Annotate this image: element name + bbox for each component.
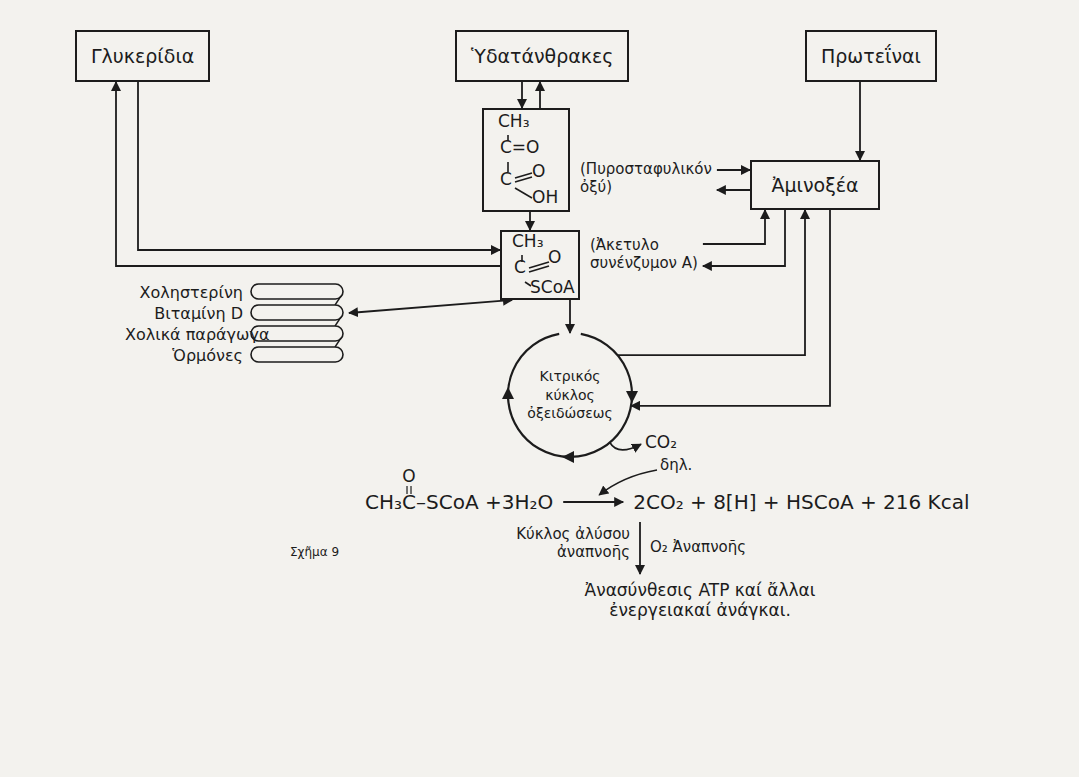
box-label: Γλυκερίδια bbox=[91, 45, 194, 67]
formula-atom: O bbox=[548, 248, 561, 268]
steroid-label: Βιταμίνη D bbox=[125, 304, 243, 323]
steroid-label: Χοληστερίνη bbox=[125, 283, 243, 302]
steroid-label: Ὁρμόνες bbox=[125, 346, 243, 365]
connector-arrow bbox=[529, 212, 531, 230]
formula-atom: O bbox=[402, 468, 415, 485]
product-label: CO₂ bbox=[645, 432, 677, 452]
equation-left: CH₃C–SCoA +3H₂O bbox=[365, 490, 553, 514]
connector-arrow bbox=[631, 210, 830, 406]
connector-arrow bbox=[138, 82, 500, 250]
steroid-shape bbox=[249, 282, 349, 302]
formula-atom: C=O bbox=[500, 138, 540, 158]
cycle-arrowhead bbox=[562, 451, 574, 463]
process-box: Ὑδατάνθρακες bbox=[455, 30, 629, 82]
link-tick bbox=[335, 338, 341, 347]
link-tick bbox=[335, 296, 341, 305]
formula-atom: C bbox=[500, 170, 512, 190]
box-label: Πρωτεΐναι bbox=[821, 45, 921, 67]
process-box: Ἀμινοξέα bbox=[750, 160, 880, 210]
connector-arrow bbox=[717, 189, 750, 191]
connector-arrow bbox=[521, 82, 523, 108]
rounded-outline bbox=[251, 305, 343, 320]
box-label: Ἀμινοξέα bbox=[771, 174, 858, 196]
chemical-bond bbox=[515, 177, 532, 182]
formula-atom: CH₃ bbox=[498, 112, 529, 132]
connector-arrow bbox=[116, 82, 500, 266]
steroid-item: Βιταμίνη D bbox=[125, 303, 349, 323]
steroid-label: Χολικά παράγωγα bbox=[125, 325, 243, 344]
chemical-bond bbox=[529, 266, 549, 272]
connector-arrow bbox=[703, 210, 765, 244]
cycle-arrowhead bbox=[626, 391, 638, 403]
respiration-arrow bbox=[639, 522, 641, 574]
steroid-item: Χοληστερίνη bbox=[125, 282, 349, 302]
compound-name: (Ἀκετυλο συνένζυμον A) bbox=[590, 236, 710, 272]
reaction-arrow bbox=[563, 501, 623, 503]
formula-box: CH₃COSCoA(Ἀκετυλο συνένζυμον A) bbox=[500, 230, 580, 300]
connector-arrow bbox=[349, 300, 512, 313]
connector-arrow bbox=[569, 300, 571, 333]
chemical-bond bbox=[515, 188, 532, 198]
process-label: O₂ Ἀναπνοῆς bbox=[650, 538, 746, 556]
cycle-circle: Κιτρικός κύκλος ὀξειδώσεως bbox=[505, 330, 635, 460]
steroid-item: Χολικά παράγωγα bbox=[125, 324, 349, 344]
process-box: Πρωτεΐναι bbox=[805, 30, 937, 82]
formula-atom: O bbox=[532, 162, 545, 182]
note-label: δηλ. bbox=[660, 456, 692, 474]
process-label: Κύκλος ἀλύσου ἀναπνοῆς bbox=[495, 525, 630, 561]
connector-arrow bbox=[717, 169, 750, 171]
equation-right: 2CO₂ + 8[H] + HSCoA + 216 Kcal bbox=[633, 490, 969, 514]
cycle-arrowhead bbox=[502, 387, 514, 399]
rounded-outline bbox=[251, 326, 343, 341]
cycle-label: Κιτρικός κύκλος ὀξειδώσεως bbox=[518, 367, 622, 424]
compound-name: (Πυροσταφυλικόν ὀξύ) bbox=[580, 160, 720, 196]
cycle-arc bbox=[508, 334, 632, 457]
steroid-shape bbox=[249, 345, 349, 365]
rounded-outline bbox=[251, 347, 343, 362]
box-label: Ὑδατάνθρακες bbox=[471, 45, 613, 67]
co2-arrow bbox=[610, 442, 641, 449]
figure-caption: Σχῆμα 9 bbox=[290, 545, 339, 559]
steroid-shape bbox=[249, 303, 349, 323]
result-label: Ἀνασύνθεσις ATP καί ἄλλαι ἐνεργειακαί ἀν… bbox=[540, 580, 860, 621]
steroid-shape bbox=[249, 324, 349, 344]
rounded-outline bbox=[251, 284, 343, 299]
connector-arrow bbox=[859, 82, 861, 160]
formula-box: CH₃C=OCOOH(Πυροσταφυλικόν ὀξύ) bbox=[482, 108, 570, 212]
formula-atom: SCoA bbox=[530, 278, 575, 298]
formula-atom: C bbox=[514, 258, 526, 278]
link-tick bbox=[335, 317, 341, 326]
connector-arrow bbox=[539, 82, 541, 108]
connector-arrow bbox=[703, 210, 785, 266]
connector-arrow bbox=[618, 210, 806, 355]
process-box: Γλυκερίδια bbox=[75, 30, 210, 82]
formula-atom: CH₃ bbox=[512, 232, 543, 252]
formula-atom: OH bbox=[532, 188, 558, 208]
steroid-item: Ὁρμόνες bbox=[125, 345, 349, 365]
